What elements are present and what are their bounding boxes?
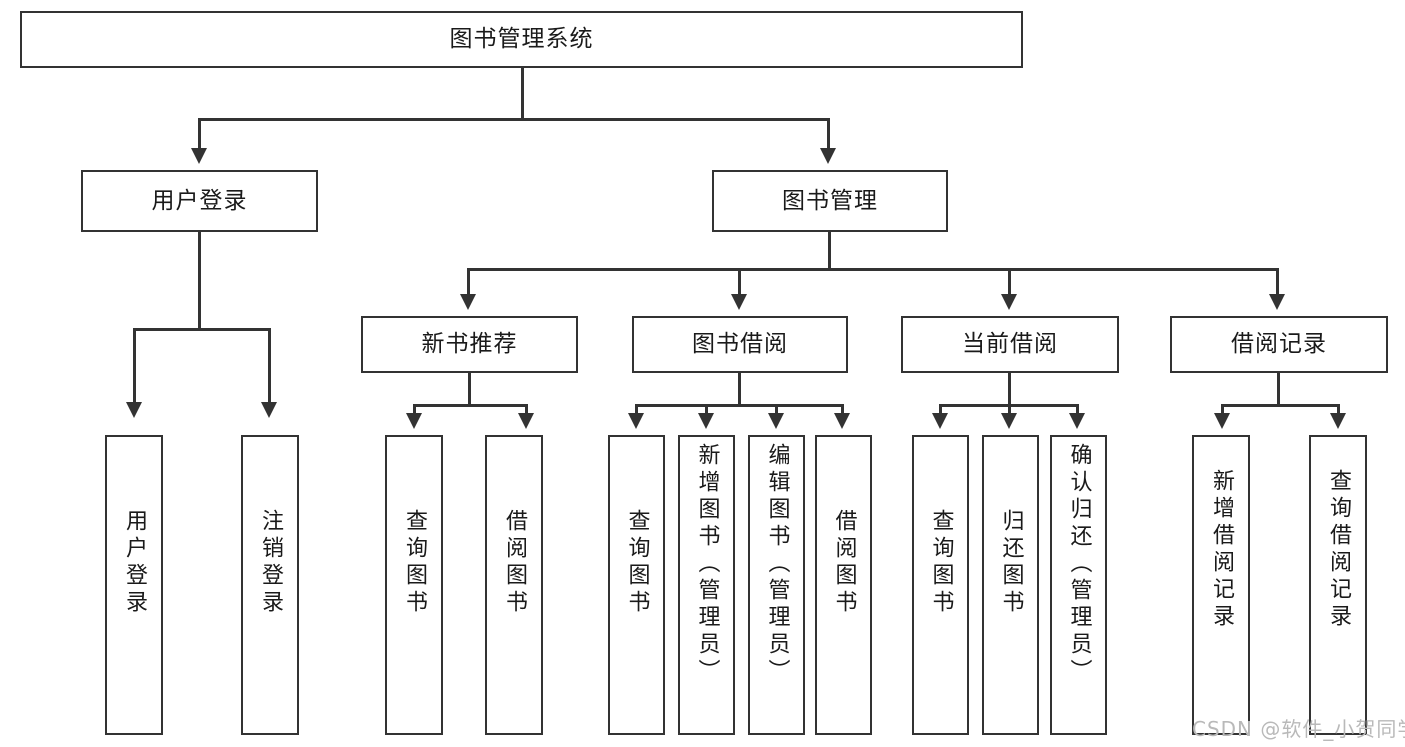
arrowhead-leaf-borrow-record-2 (1330, 413, 1346, 429)
node-label: 归还图书 (998, 509, 1024, 617)
node-book-management[interactable]: 图书管理 (712, 170, 948, 232)
arrowhead-leaf-user-login-2 (261, 402, 277, 418)
node-label: 用户登录 (151, 187, 248, 214)
node-label: 图书借阅 (692, 331, 788, 358)
connector-user-login-stem (198, 232, 201, 330)
node-label: 当前借阅 (962, 331, 1058, 358)
node-label: 借阅图书 (502, 509, 527, 617)
node-label: 注销登录 (258, 509, 283, 617)
connector-current-borrow-b2 (1008, 404, 1011, 416)
node-label: 编辑图书（管理员） (764, 443, 790, 686)
leaf-query-book-current[interactable]: 查询图书 (912, 435, 969, 735)
node-label: 图书管理系统 (449, 26, 594, 53)
node-label: 用户登录 (122, 509, 147, 617)
leaf-add-book-admin[interactable]: 新增图书（管理员） (678, 435, 735, 735)
connector-book-borrow-stem (738, 373, 741, 406)
connector-book-borrow-b2 (705, 404, 708, 416)
connector-current-borrow-b3 (1076, 404, 1079, 416)
connector-root-to-user-login (198, 118, 201, 150)
connector-book-borrow-b4 (841, 404, 844, 416)
arrowhead-leaf-borrow-record-1 (1214, 413, 1230, 429)
leaf-borrow-book-recommend[interactable]: 借阅图书 (485, 435, 543, 735)
connector-book-borrow-b3 (775, 404, 778, 416)
leaf-add-borrow-record[interactable]: 新增借阅记录 (1192, 435, 1250, 735)
leaf-query-book-borrow[interactable]: 查询图书 (608, 435, 665, 735)
node-new-book-recommend[interactable]: 新书推荐 (361, 316, 578, 373)
connector-book-borrow-bus (635, 404, 844, 407)
connector-root-stem (521, 68, 524, 120)
node-label: 新增借阅记录 (1209, 469, 1234, 631)
arrowhead-leaf-current-borrow-3 (1069, 413, 1085, 429)
arrowhead-leaf-new-book-1 (406, 413, 422, 429)
connector-new-book-b2 (525, 404, 528, 416)
connector-user-login-bus (133, 328, 270, 331)
leaf-confirm-return-admin[interactable]: 确认归还（管理员） (1050, 435, 1107, 735)
connector-book-borrow-b1 (635, 404, 638, 416)
node-book-borrow[interactable]: 图书借阅 (632, 316, 848, 373)
arrowhead-leaf-book-borrow-1 (628, 413, 644, 429)
arrowhead-book-mgmt (820, 148, 836, 164)
connector-book-mgmt-bus (467, 268, 1279, 271)
node-label: 借阅图书 (831, 509, 857, 617)
connector-book-mgmt-c3 (1008, 268, 1011, 296)
node-label: 查询图书 (624, 509, 650, 617)
leaf-query-borrow-record[interactable]: 查询借阅记录 (1309, 435, 1367, 735)
node-label: 查询借阅记录 (1326, 469, 1351, 631)
connector-borrow-record-bus (1221, 404, 1340, 407)
connector-book-mgmt-c1 (467, 268, 470, 296)
node-label: 新增图书（管理员） (694, 443, 720, 686)
connector-new-book-stem (468, 373, 471, 406)
arrowhead-leaf-user-login-1 (126, 402, 142, 418)
connector-borrow-record-b2 (1337, 404, 1340, 416)
node-label: 新书推荐 (421, 331, 518, 358)
connector-book-mgmt-c4 (1276, 268, 1279, 296)
node-label: 确认归还（管理员） (1066, 443, 1092, 686)
node-user-login[interactable]: 用户登录 (81, 170, 318, 232)
node-label: 查询图书 (928, 509, 954, 617)
node-current-borrow[interactable]: 当前借阅 (901, 316, 1119, 373)
leaf-borrow-book[interactable]: 借阅图书 (815, 435, 872, 735)
arrowhead-leaf-book-borrow-4 (834, 413, 850, 429)
connector-current-borrow-b1 (939, 404, 942, 416)
arrowhead-leaf-current-borrow-2 (1001, 413, 1017, 429)
arrowhead-leaf-book-borrow-2 (698, 413, 714, 429)
leaf-user-login[interactable]: 用户登录 (105, 435, 163, 735)
node-label: 查询图书 (402, 509, 427, 617)
arrowhead-leaf-book-borrow-3 (768, 413, 784, 429)
arrowhead-new-book-recommend (460, 294, 476, 310)
connector-borrow-record-b1 (1221, 404, 1224, 416)
arrowhead-user-login (191, 148, 207, 164)
leaf-logout[interactable]: 注销登录 (241, 435, 299, 735)
connector-new-book-b1 (413, 404, 416, 416)
node-root-system[interactable]: 图书管理系统 (20, 11, 1023, 68)
connector-root-to-book-mgmt (827, 118, 830, 150)
leaf-query-book-recommend[interactable]: 查询图书 (385, 435, 443, 735)
leaf-edit-book-admin[interactable]: 编辑图书（管理员） (748, 435, 805, 735)
arrowhead-book-borrow (731, 294, 747, 310)
arrowhead-leaf-new-book-2 (518, 413, 534, 429)
connector-user-login-b2 (268, 328, 271, 404)
node-borrow-record[interactable]: 借阅记录 (1170, 316, 1388, 373)
node-label: 借阅记录 (1231, 331, 1327, 358)
arrowhead-borrow-record (1269, 294, 1285, 310)
connector-root-bus (198, 118, 830, 121)
connector-user-login-b1 (133, 328, 136, 404)
connector-borrow-record-stem (1277, 373, 1280, 406)
leaf-return-book[interactable]: 归还图书 (982, 435, 1039, 735)
connector-current-borrow-stem (1008, 373, 1011, 406)
connector-new-book-bus (413, 404, 528, 407)
connector-book-mgmt-stem (828, 232, 831, 270)
node-label: 图书管理 (782, 187, 878, 214)
connector-book-mgmt-c2 (738, 268, 741, 296)
arrowhead-current-borrow (1001, 294, 1017, 310)
arrowhead-leaf-current-borrow-1 (932, 413, 948, 429)
